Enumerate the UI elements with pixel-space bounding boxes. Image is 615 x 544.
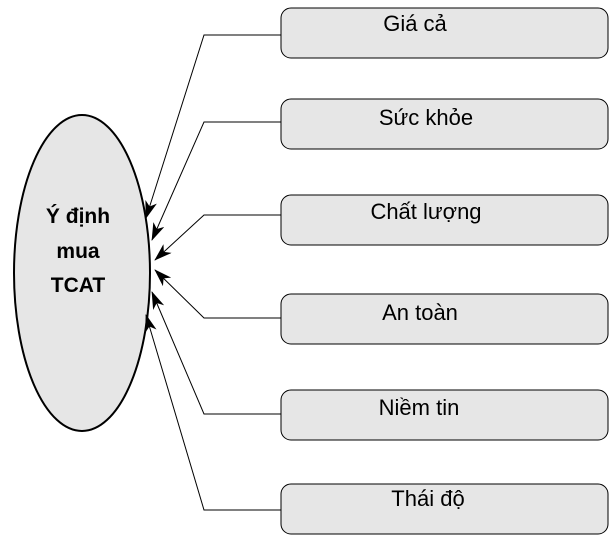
center-label-line-3: TCAT <box>51 274 106 297</box>
factor-label: Thái độ <box>391 486 464 511</box>
center-label-line-2: mua <box>56 240 100 263</box>
factor-node-2: Sức khỏe <box>280 98 609 150</box>
factor-box <box>280 194 609 246</box>
factor-node-5: Niềm tin <box>280 389 609 441</box>
factor-node-1: Giá cả <box>280 7 609 59</box>
factor-box <box>280 98 609 150</box>
connector-arrow-6 <box>145 314 281 511</box>
factor-label: Giá cả <box>383 11 447 36</box>
factor-node-4: An toàn <box>280 293 609 345</box>
factor-node-6: Thái độ <box>280 483 609 535</box>
factor-box <box>280 389 609 441</box>
factor-node-3: Chất lượng <box>280 194 609 246</box>
factor-box <box>280 483 609 535</box>
factor-box <box>280 293 609 345</box>
center-ellipse <box>13 114 151 432</box>
factor-box <box>280 7 609 59</box>
center-label-line-1: Ý định <box>46 204 110 228</box>
connector-arrow-4 <box>154 269 281 319</box>
connector-arrow-2 <box>151 121 281 241</box>
factor-label: Sức khỏe <box>379 105 473 130</box>
connector-arrow-5 <box>151 291 281 415</box>
factor-label: An toàn <box>382 300 458 325</box>
connector-arrow-3 <box>154 214 281 261</box>
center-node: Ý định mua TCAT <box>13 114 151 432</box>
factor-label: Chất lượng <box>370 199 481 224</box>
connectors <box>145 34 281 511</box>
factor-label: Niềm tin <box>379 395 460 420</box>
connector-arrow-1 <box>145 34 281 219</box>
